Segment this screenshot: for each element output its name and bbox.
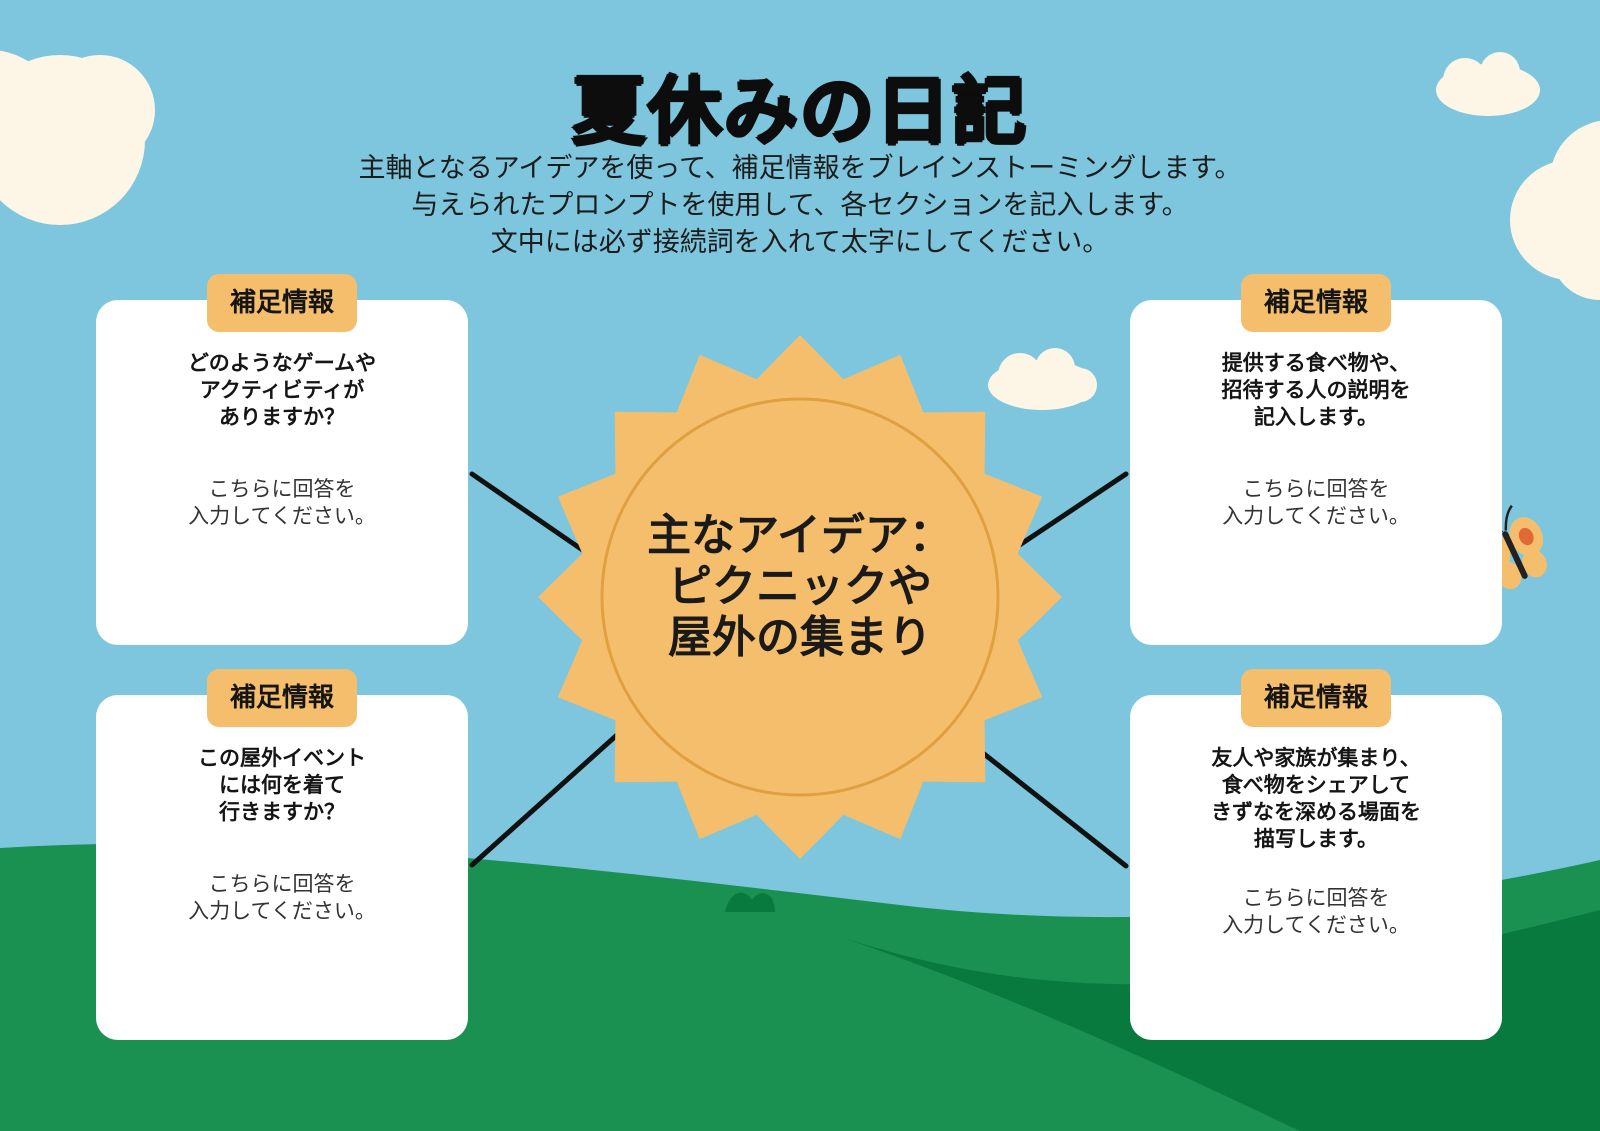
support-card-bottom-left: 補足情報 この屋外イベント には何を着て 行きますか？ こちらに回答を 入力して… — [96, 669, 468, 1040]
main-idea-text: 主なアイデア： ピクニックや 屋外の集まり — [612, 510, 988, 663]
answer-line: こちらに回答を — [208, 872, 356, 896]
main-idea-line: 屋外の集まり — [668, 612, 932, 663]
bush — [725, 892, 775, 912]
main-idea-line: ピクニックや — [668, 561, 932, 612]
card-tag: 補足情報 — [1241, 274, 1391, 332]
bush-small — [565, 941, 605, 958]
support-card-bottom-right: 補足情報 友人や家族が集まり、 食べ物をシェアして きずなを深める場面を 描写し… — [1130, 669, 1502, 1040]
card-question: どのようなゲームや アクティビティが ありますか？ — [116, 350, 448, 431]
card-question: 提供する食べ物や、 招待する人の説明を 記入します。 — [1150, 350, 1482, 431]
answer-line: こちらに回答を — [1242, 886, 1390, 910]
question-line: どのようなゲームや — [187, 351, 377, 375]
question-line: 食べ物をシェアして — [1221, 773, 1411, 797]
question-line: には何を着て — [219, 773, 345, 797]
question-line: きずなを深める場面を — [1211, 800, 1421, 824]
question-line: 描写します。 — [1254, 827, 1378, 851]
instruction-line: 文中には必ず接続詞を入れて太字にしてください。 — [490, 227, 1110, 258]
answer-line: 入力してください。 — [1222, 913, 1410, 937]
page-title: 夏休みの日記 — [572, 69, 1028, 155]
card-tag: 補足情報 — [207, 669, 357, 727]
cloud-icon — [988, 348, 1097, 410]
question-line: 友人や家族が集まり、 — [1211, 746, 1421, 770]
card-tag: 補足情報 — [207, 274, 357, 332]
answer-field[interactable]: こちらに回答を 入力してください。 — [116, 476, 448, 530]
instruction-line: 主軸となるアイデアを使って、補足情報をブレインストーミングします。 — [358, 153, 1242, 184]
cloud-icon — [0, 50, 155, 225]
question-line: 招待する人の説明を — [1221, 378, 1411, 402]
question-line: 提供する食べ物や、 — [1221, 351, 1411, 375]
question-line: この屋外イベント — [198, 746, 366, 770]
support-card-top-left: 補足情報 どのようなゲームや アクティビティが ありますか？ こちらに回答を 入… — [96, 274, 468, 645]
support-card-top-right: 補足情報 提供する食べ物や、 招待する人の説明を 記入します。 こちらに回答を … — [1130, 274, 1502, 645]
card-tag: 補足情報 — [1241, 669, 1391, 727]
answer-line: こちらに回答を — [208, 477, 356, 501]
main-idea-line: 主なアイデア： — [647, 510, 953, 561]
cloud-icon — [1510, 120, 1600, 300]
sun-icon — [538, 335, 1062, 859]
card-question: 友人や家族が集まり、 食べ物をシェアして きずなを深める場面を 描写します。 — [1150, 745, 1482, 853]
answer-field[interactable]: こちらに回答を 入力してください。 — [1150, 476, 1482, 530]
answer-line: こちらに回答を — [1242, 477, 1390, 501]
card-question: この屋外イベント には何を着て 行きますか？ — [116, 745, 448, 826]
cloud-icon — [1436, 52, 1540, 116]
instructions: 主軸となるアイデアを使って、補足情報をブレインストーミングします。 与えられたプ… — [200, 150, 1400, 261]
answer-field[interactable]: こちらに回答を 入力してください。 — [1150, 885, 1482, 939]
answer-line: 入力してください。 — [1222, 504, 1410, 528]
question-line: 行きますか？ — [219, 800, 345, 824]
answer-line: 入力してください。 — [188, 504, 376, 528]
instruction-line: 与えられたプロンプトを使用して、各セクションを記入します。 — [411, 190, 1189, 221]
question-line: 記入します。 — [1254, 405, 1378, 429]
question-line: アクティビティが — [199, 378, 365, 402]
answer-field[interactable]: こちらに回答を 入力してください。 — [116, 871, 448, 925]
question-line: ありますか？ — [219, 405, 345, 429]
answer-line: 入力してください。 — [188, 899, 376, 923]
